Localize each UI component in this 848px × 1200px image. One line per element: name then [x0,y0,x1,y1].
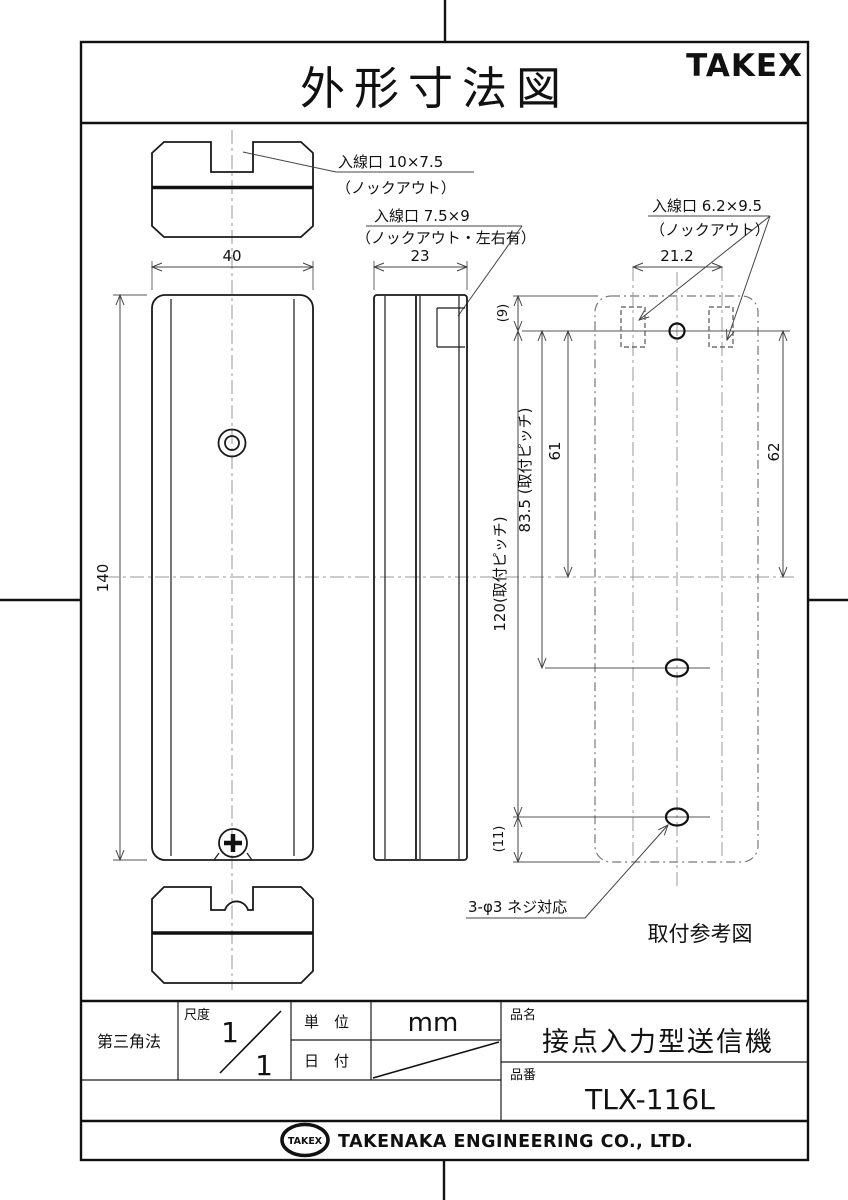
indicator-hole [217,428,247,458]
dim-bottom-offset: (11) [492,826,507,853]
inlet-back-sublabel: （ノックアウト） [650,221,770,239]
mounting-diagram: 21.2 (9) 120(取付ピッチ) 83.5 (取付ピッチ) 61 62 (… [466,247,790,946]
dim-pitch-x: 21.2 [660,247,693,265]
mount-knockout-right [708,306,734,348]
footer: TAKEX TAKENAKA ENGINEERING CO., LTD. [280,1122,693,1158]
mount-hole-top [668,322,686,340]
side-view [373,294,468,861]
page-title: 外形寸法図 [300,62,570,115]
dim-width: 40 [222,247,241,265]
dim-61: 61 [546,441,564,460]
annotation-inlet-top: 入線口 10×7.5 （ノックアウト） [242,151,474,197]
header: 外形寸法図 TAKEX [300,48,803,115]
title-block: 第三角法 尺度 1 1 単 位 mm 日 付 品名 接点入力型送信機 品番 TL… [81,999,808,1123]
unit-label: 単 位 [304,1013,349,1031]
projection-method: 第三角法 [97,1032,161,1051]
unit-value: mm [408,1008,459,1038]
inlet-top-sublabel: （ノックアウト） [336,179,456,197]
scale-label: 尺度 [184,1007,210,1023]
front-view [151,294,314,861]
screw-note: 3-φ3 ネジ対応 [468,898,567,916]
dim-pitch-83-5: 83.5 (取付ピッチ) [516,408,534,533]
annotation-inlet-side: 入線口 7.5×9 （ノックアウト・左右有） [356,207,536,317]
mounting-caption: 取付参考図 [648,922,753,946]
product-number-value: TLX-116L [584,1083,715,1116]
annotation-inlet-back: 入線口 6.2×9.5 （ノックアウト） [639,197,771,340]
cover-screw [213,828,253,861]
centerlines [105,130,795,990]
bottom-view [151,886,314,984]
company-name: TAKENAKA ENGINEERING CO., LTD. [338,1132,693,1152]
product-name-value: 接点入力型送信機 [542,1027,774,1058]
inlet-side-label: 入線口 7.5×9 [374,207,470,225]
dim-pitch-120: 120(取付ピッチ) [491,516,509,631]
mount-hole-middle [664,658,690,678]
dim-62: 62 [765,442,783,461]
scale-denominator: 1 [255,1049,273,1082]
dim-height: 140 [94,564,112,593]
date-label: 日 付 [304,1052,349,1070]
inlet-back-label: 入線口 6.2×9.5 [652,197,762,215]
footer-logo-text: TAKEX [288,1136,323,1147]
scale-numerator: 1 [221,1016,239,1049]
mount-knockout-left [620,306,646,348]
mount-outline [594,295,759,863]
inlet-side-sublabel: （ノックアウト・左右有） [356,229,536,247]
brand-logo-text: TAKEX [686,48,803,84]
top-view [151,141,314,238]
dim-depth: 23 [410,247,429,265]
inlet-top-label: 入線口 10×7.5 [338,153,443,171]
product-number-label: 品番 [510,1068,536,1083]
dim-top-offset: (9) [496,304,511,322]
footer-logo-oval [280,1122,330,1158]
product-name-label: 品名 [510,1007,536,1023]
outline-dimensions: 40 23 140 [94,247,467,860]
mount-hole-bottom [664,807,690,827]
side-knockout [436,307,465,348]
